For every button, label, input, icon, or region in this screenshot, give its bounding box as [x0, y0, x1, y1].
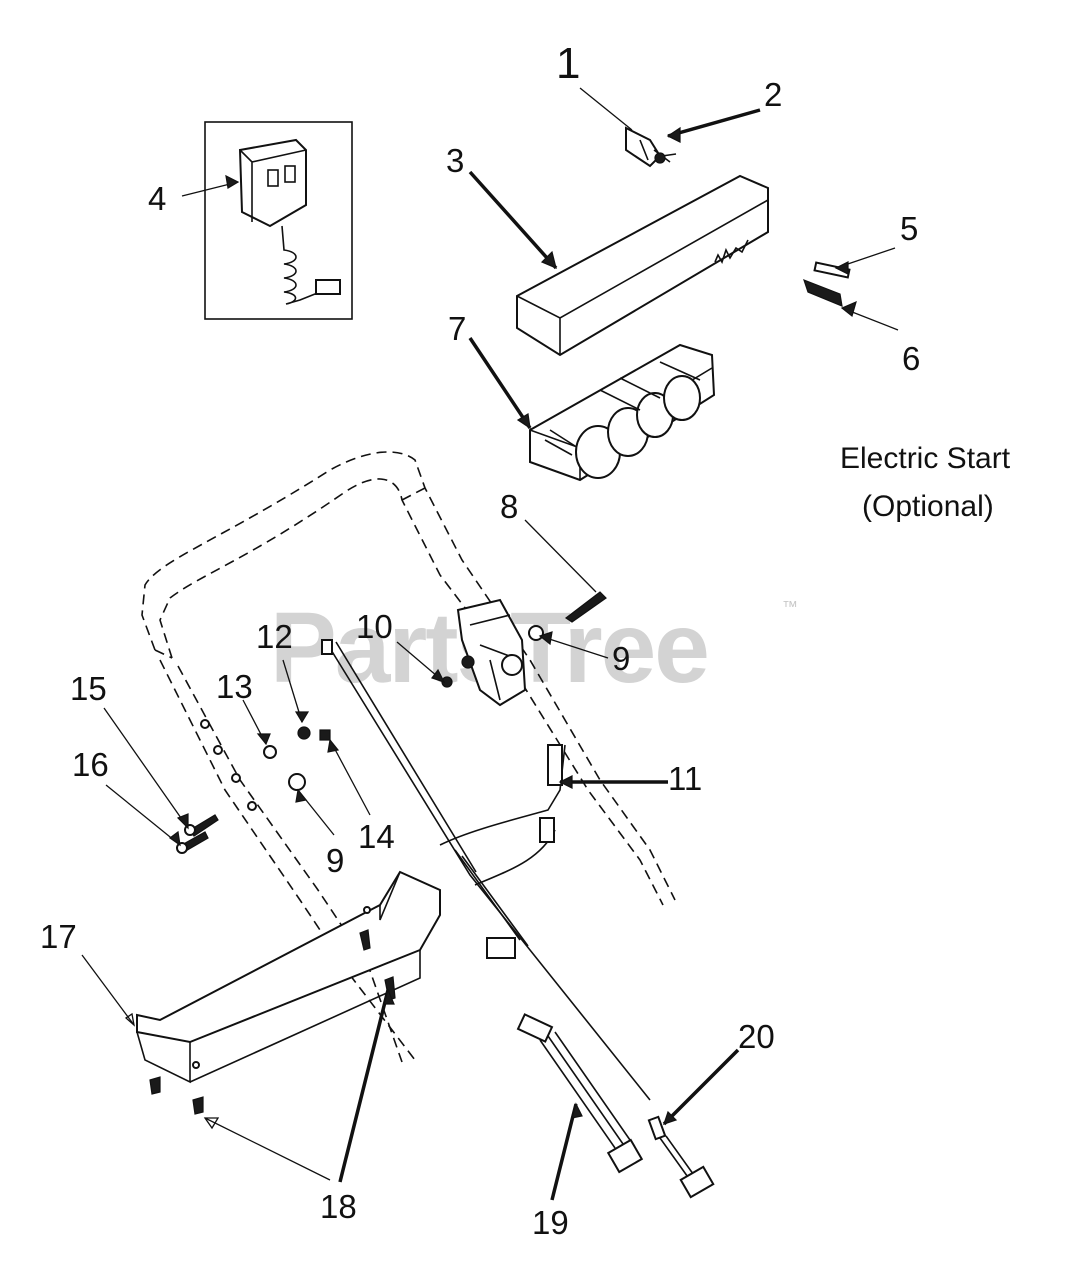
callout-7: 7: [448, 310, 466, 347]
callout-10: 10: [356, 608, 393, 645]
callout-19: 19: [532, 1204, 569, 1241]
note-optional: (Optional): [862, 490, 994, 523]
battery-cover: [516, 174, 769, 357]
small-hardware: [176, 719, 331, 854]
callout-14: 14: [358, 818, 395, 855]
callout-2: 2: [764, 76, 782, 113]
connector-harness: [516, 1013, 644, 1174]
switch-assembly: [441, 591, 607, 707]
callout-3: 3: [446, 142, 464, 179]
callout-12: 12: [256, 618, 293, 655]
callout-6: 6: [902, 340, 920, 377]
callout-5: 5: [900, 210, 918, 247]
callout-9-upper: 9: [612, 640, 630, 677]
callout-8: 8: [500, 488, 518, 525]
callout-9-lower: 9: [326, 842, 344, 879]
callout-17: 17: [40, 918, 77, 955]
battery-charger: [204, 121, 353, 320]
callout-20: 20: [738, 1018, 775, 1055]
callout-18: 18: [320, 1188, 357, 1225]
callout-13: 13: [216, 668, 253, 705]
watermark-trademark: ™: [782, 599, 798, 616]
callout-15: 15: [70, 670, 107, 707]
note-electric-start: Electric Start: [840, 442, 1011, 475]
battery-pack: [529, 343, 716, 482]
callout-16: 16: [72, 746, 109, 783]
leader-lines: [81, 87, 899, 1201]
mounting-bracket: [136, 870, 441, 1084]
connector-plug: [647, 1115, 715, 1199]
charger-box: [204, 121, 353, 320]
screws: [149, 929, 396, 1115]
control-cable: [327, 644, 651, 1101]
handle-frame: [141, 451, 676, 1063]
wire-harness: [439, 744, 566, 959]
terminal-parts: [803, 261, 851, 307]
callout-4: 4: [148, 180, 166, 217]
callout-11: 11: [668, 760, 702, 797]
key-switch: [625, 126, 677, 168]
callout-1: 1: [556, 39, 580, 88]
